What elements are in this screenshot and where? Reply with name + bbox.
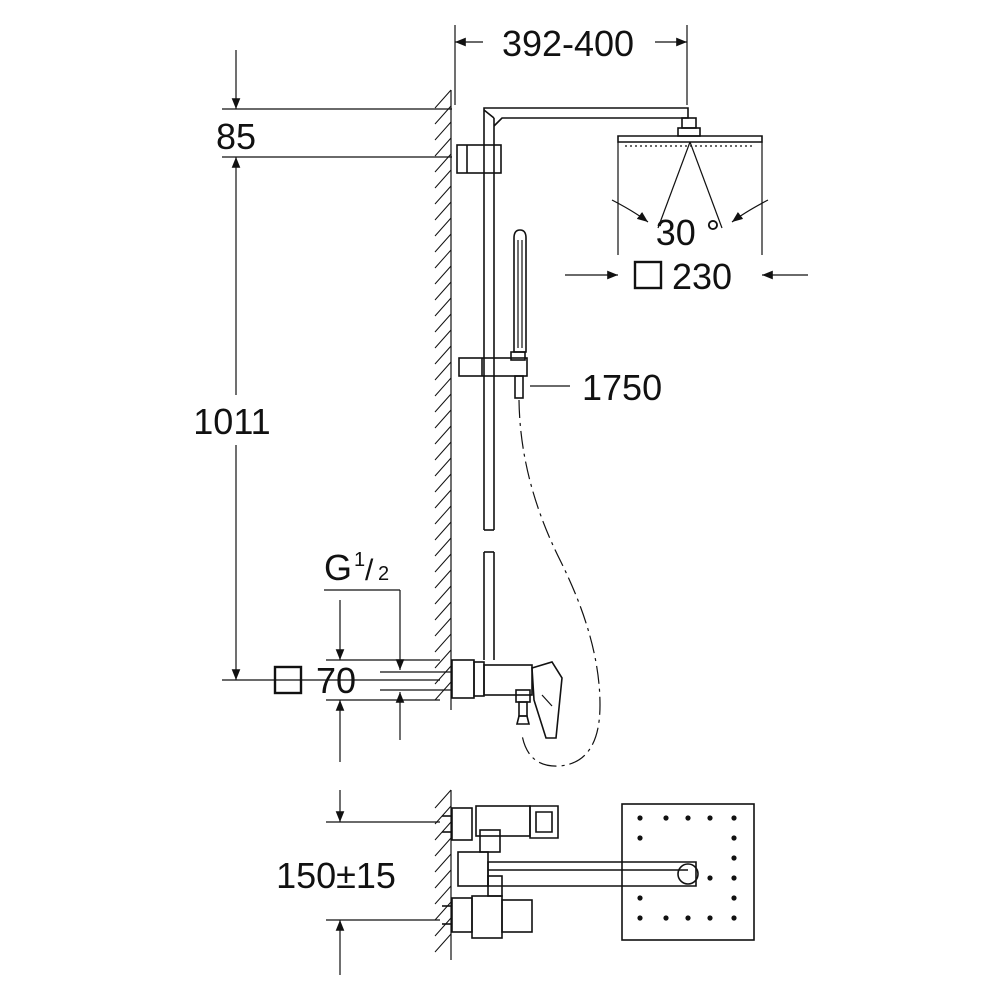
nozzle-dot (637, 915, 643, 921)
wall-hatch-line (434, 377, 452, 397)
nozzle-dot (707, 815, 713, 821)
dimension-height: 1011 (193, 157, 440, 681)
wall-hatch-line (434, 917, 452, 937)
wall-hatch-line (434, 409, 452, 429)
nozzle-dot (685, 815, 691, 821)
wall-hatch-line (434, 681, 452, 701)
nozzle-dot (731, 855, 737, 861)
wall-hatch-line (434, 521, 452, 541)
wall-hatch-line (434, 569, 452, 589)
wall-hatch-line (434, 805, 452, 825)
wall-hatch-line (434, 821, 452, 841)
wall-hatch-line (434, 901, 452, 921)
nozzle-dot (707, 875, 713, 881)
wall-hatch-line (434, 121, 452, 141)
wall-hatch-line (434, 633, 452, 653)
body-dimension: 70 (273, 600, 440, 762)
wall-hatch-line (434, 217, 452, 237)
dimension-top-offset-label: 85 (216, 116, 256, 157)
nozzle-dot (731, 915, 737, 921)
wall-hatch-line (434, 933, 452, 953)
wall-hatch-line (434, 837, 452, 857)
square-symbol-icon (633, 260, 663, 290)
wall-hatch-line (434, 489, 452, 509)
wall-hatch-line (434, 505, 452, 525)
wall-hatch-line (434, 89, 452, 109)
hand-shower: 1750 (458, 229, 662, 408)
shower-hose (518, 399, 601, 767)
wall-hatch-line (434, 441, 452, 461)
thread-slash-label: / (365, 554, 374, 587)
wall-hatch-line (434, 457, 452, 477)
wall-hatch-line (434, 249, 452, 269)
nozzle-dot (637, 815, 643, 821)
nozzle-dot (663, 815, 669, 821)
nozzle-dot (637, 835, 643, 841)
wall-hatch-line (434, 393, 452, 413)
wall-hatch-line (434, 313, 452, 333)
wall-hatch-line (434, 281, 452, 301)
wall-hatch-line (434, 329, 452, 349)
nozzle-dot (731, 895, 737, 901)
mixer-valve (451, 659, 563, 739)
wall-hatch-line (434, 137, 452, 157)
wall-hatch-line (434, 425, 452, 445)
thread-numerator-label: 1 (354, 549, 365, 571)
nozzle-dot (731, 835, 737, 841)
dimension-top-offset: 85 (216, 50, 452, 158)
wall-hatch-line (434, 185, 452, 205)
wall-hatch-line (434, 885, 452, 905)
wall-hatch-line (434, 617, 452, 637)
wall-bracket (456, 144, 502, 174)
nozzle-dot (707, 915, 713, 921)
shower-riser-pipe (483, 107, 689, 660)
bath-spout-detail: 150±15 (276, 790, 755, 975)
thread-denominator-label: 2 (378, 563, 389, 585)
wall-hatch-line (434, 649, 452, 669)
square-symbol-icon (273, 665, 303, 695)
nozzle-dot (731, 875, 737, 881)
wall-hatch-line (434, 169, 452, 189)
thread-dimension: G 1 / 2 (324, 547, 452, 740)
spacing-label: 150±15 (276, 855, 396, 896)
wall-hatch-line (434, 601, 452, 621)
dimension-height-label: 1011 (193, 401, 270, 442)
wall-hatch-line (434, 553, 452, 573)
wall-hatch-line (434, 473, 452, 493)
dimension-width-top: 392-400 (454, 23, 688, 105)
thread-prefix-label: G (324, 547, 352, 588)
dimension-width-label: 392-400 (502, 23, 634, 64)
nozzle-dot (731, 815, 737, 821)
angle-label: 30 ° (656, 212, 720, 253)
wall-hatch-line (434, 585, 452, 605)
hose-length-label: 1750 (582, 367, 662, 408)
body-size-label: 70 (316, 660, 356, 701)
wall-hatch-line (434, 297, 452, 317)
wall-hatch-line (434, 201, 452, 221)
wall-hatch-line (434, 665, 452, 685)
wall-hatch-line (434, 233, 452, 253)
wall-hatching-lower (434, 789, 452, 960)
dimension-head-size: 230 (565, 256, 808, 297)
nozzle-dot (685, 915, 691, 921)
head-size-label: 230 (672, 256, 732, 297)
wall-hatch-line (434, 789, 452, 809)
nozzle-dot (663, 915, 669, 921)
wall-hatch-line (434, 537, 452, 557)
wall-hatch-line (434, 361, 452, 381)
wall-hatching-upper (434, 89, 452, 710)
wall-hatch-line (434, 265, 452, 285)
wall-hatch-line (434, 345, 452, 365)
head-shower: 30 ° (611, 117, 769, 255)
nozzle-dot (637, 895, 643, 901)
wall-hatch-line (434, 869, 452, 889)
wall-hatch-line (434, 853, 452, 873)
